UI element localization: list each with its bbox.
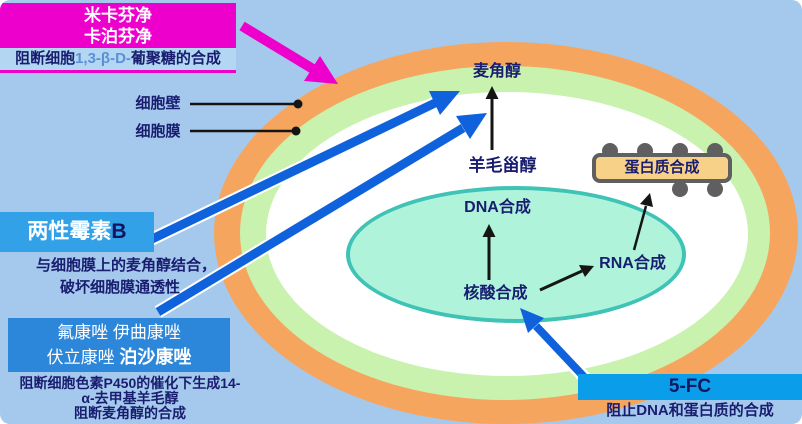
- rna-synthesis-label: RNA合成: [599, 255, 666, 272]
- flucytosine-description: 阻止DNA和蛋白质的合成: [606, 402, 774, 419]
- echinocandin-drug-2: 卡泊芬净: [84, 26, 152, 46]
- echinocandin-mechanism-strip: 阻断细胞1,3-β-D-葡聚糖的合成: [0, 48, 236, 73]
- azole-description-line2: α-去甲基羊毛醇: [81, 390, 179, 406]
- azole-drugs-line2: 伏立康唑 泊沙康唑: [8, 345, 230, 370]
- amphotericin-name-b: B: [111, 220, 127, 243]
- azole-description: 阻断细胞色素P450的催化下生成14- α-去甲基羊毛醇 阻断麦角醇的合成: [0, 376, 260, 421]
- echinocandin-target-arrow: [239, 21, 338, 84]
- azole-description-line3: 阻断麦角醇的合成: [74, 405, 186, 421]
- mechanism-suffix: 葡聚糖的合成: [130, 50, 221, 67]
- nucleic-acid-synthesis-label: 核酸合成: [463, 285, 528, 302]
- amphotericin-target-arrow: [148, 91, 460, 245]
- mechanism-prefix: 阻断细胞: [15, 50, 76, 67]
- rna-to-protein-arrow: [632, 193, 653, 251]
- azole-drugs-line1: 氟康唑 伊曲康唑: [57, 323, 181, 342]
- azole-target-arrow: [155, 113, 487, 316]
- azole-drugs-box: 氟康唑 伊曲康唑 伏立康唑 泊沙康唑: [8, 318, 230, 372]
- flucytosine-box: 5-FC: [578, 374, 802, 400]
- nucleic-to-rna-arrow: [539, 265, 594, 292]
- azole-voriconazole: 伏立康唑: [46, 348, 120, 367]
- flucytosine-name: 5-FC: [668, 376, 712, 397]
- ribosome-bump: [707, 181, 723, 197]
- nucleic-to-dna-arrow: [482, 224, 496, 280]
- dna-synthesis-label: DNA合成: [464, 199, 531, 216]
- protein-synthesis-label: 蛋白质合成: [624, 159, 700, 176]
- ribosome-bump: [672, 181, 688, 197]
- protein-synthesis-box: 蛋白质合成: [592, 153, 732, 183]
- ergosterol-label: 麦角醇: [472, 63, 521, 80]
- amphotericin-name: 两性霉素: [27, 220, 112, 243]
- mechanism-glucan-term: 1,3-β-D-: [75, 50, 131, 67]
- cell-wall-pointer-line: [190, 99, 303, 109]
- amphotericin-description-line1: 与细胞膜上的麦角醇结合，: [35, 257, 216, 274]
- azole-posaconazole: 泊沙康唑: [119, 347, 192, 367]
- echinocandin-drugs-box: 米卡芬净 卡泊芬净: [0, 3, 236, 48]
- cell-membrane-label: 细胞膜: [135, 123, 181, 140]
- cell-membrane-pointer-line: [190, 126, 301, 136]
- azole-description-line1: 阻断细胞色素P450的催化下生成14-: [19, 375, 241, 391]
- amphotericin-description-line2: 破坏细胞膜通透性: [59, 279, 180, 296]
- flucytosine-target-arrow: [520, 308, 589, 382]
- lanosterol-label: 羊毛甾醇: [468, 156, 537, 175]
- cell-wall-label: 细胞壁: [135, 95, 181, 112]
- nucleus-oval: [346, 186, 686, 323]
- amphotericin-box: 两性霉素B: [0, 212, 154, 252]
- lanosterol-to-ergosterol-arrow: [485, 86, 499, 150]
- echinocandin-drug-1: 米卡芬净: [84, 5, 152, 25]
